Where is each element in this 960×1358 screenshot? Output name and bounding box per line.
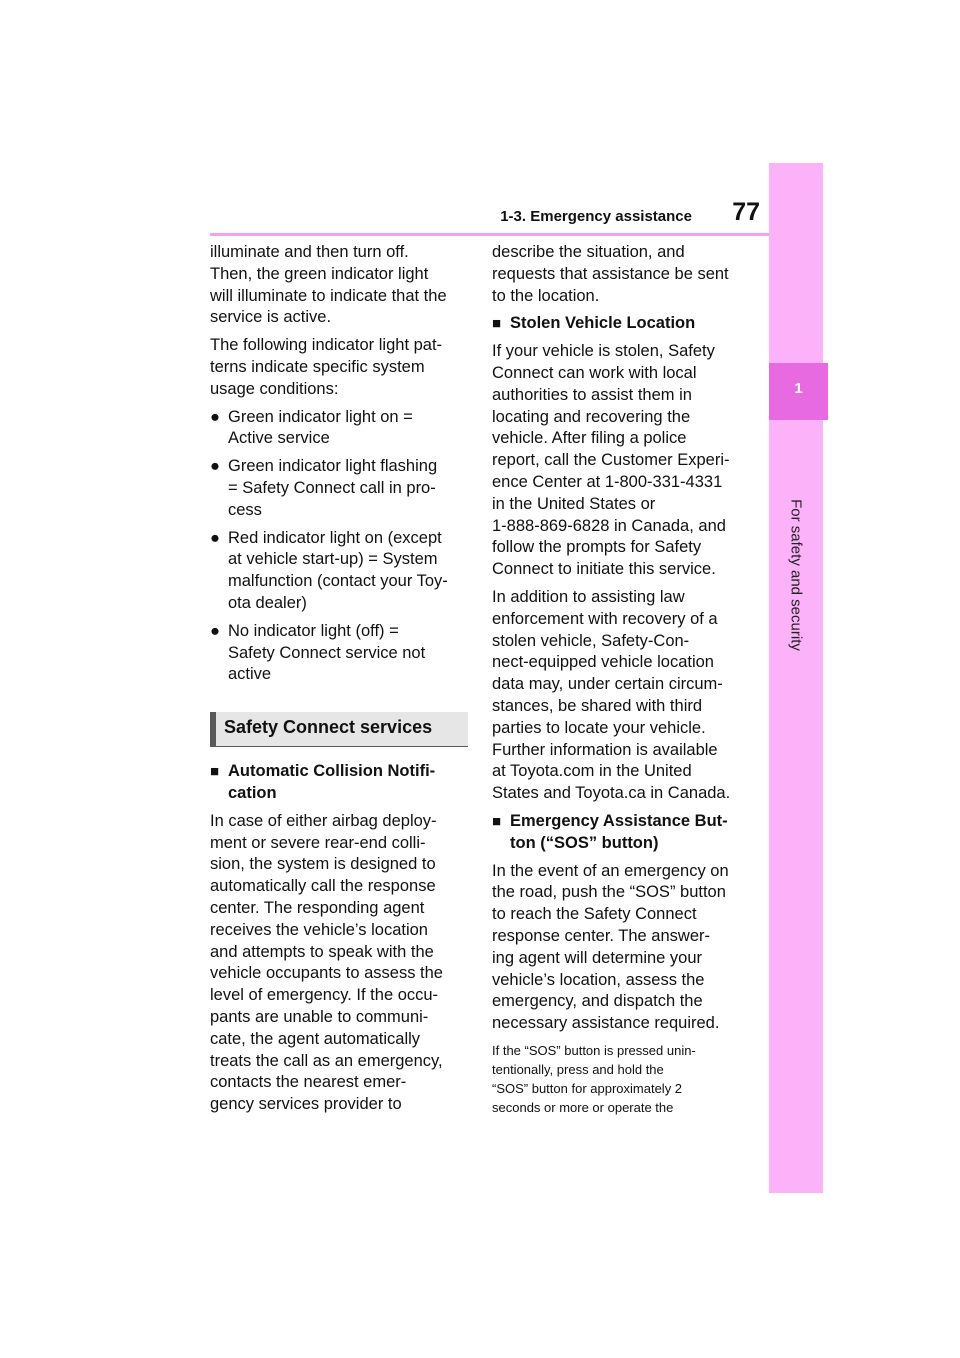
page-number: 77: [732, 198, 760, 226]
list-item: ● Green indicator light flashing = Safet…: [210, 456, 468, 521]
section-title: 1-3. Emergency assistance: [500, 208, 692, 225]
subsection-heading: ■ Automatic Collision Notifi- cation: [210, 761, 468, 805]
subsection-heading: ■ Emergency Assistance But- ton (“SOS” b…: [492, 811, 760, 855]
paragraph: illuminate and then turn off. Then, the …: [210, 243, 447, 327]
list-item: ● No indicator light (off) = Safety Conn…: [210, 621, 468, 686]
subsection-heading-text: Automatic Collision Notifi- cation: [228, 762, 436, 802]
square-bullet-icon: ■: [210, 763, 220, 781]
chapter-tab-active-marker: [769, 363, 828, 420]
bullet-icon: ●: [210, 407, 220, 426]
chapter-number: 1: [794, 380, 803, 397]
list-item-text: Red indicator light on (except at vehicl…: [228, 528, 448, 612]
subsection-heading-text: Emergency Assistance But- ton (“SOS” but…: [510, 811, 728, 852]
paragraph: The following indicator light pat- terns…: [210, 336, 443, 398]
section-heading-box: Safety Connect services: [210, 712, 468, 748]
right-column: describe the situation, and requests tha…: [492, 242, 760, 1123]
list-item: ● Green indicator light on = Active serv…: [210, 407, 468, 451]
subsection-heading: ■ Stolen Vehicle Location: [492, 313, 760, 335]
paragraph: describe the situation, and requests tha…: [492, 243, 729, 305]
square-bullet-icon: ■: [492, 315, 502, 333]
chapter-side-tab: [769, 163, 823, 1193]
list-item-text: Green indicator light flashing = Safety …: [228, 457, 438, 519]
chapter-label: For safety and security: [787, 499, 805, 651]
bullet-icon: ●: [210, 621, 220, 640]
note-text: If the “SOS” button is pressed unin- ten…: [492, 1042, 696, 1115]
subsection-heading-text: Stolen Vehicle Location: [510, 314, 696, 333]
paragraph: In case of either airbag deploy- ment or…: [210, 811, 443, 1114]
list-item-text: Green indicator light on = Active servic…: [228, 407, 413, 448]
square-bullet-icon: ■: [492, 812, 502, 830]
list-item-text: No indicator light (off) = Safety Connec…: [228, 621, 426, 684]
header-divider: [210, 233, 770, 236]
list-item: ● Red indicator light on (except at vehi…: [210, 528, 468, 615]
bullet-icon: ●: [210, 457, 220, 476]
bullet-icon: ●: [210, 528, 220, 547]
paragraph: In the event of an emergency on the road…: [492, 861, 729, 1033]
left-column: illuminate and then turn off. Then, the …: [210, 242, 468, 1122]
paragraph: In addition to assisting law enforcement…: [492, 587, 731, 803]
paragraph: If your vehicle is stolen, Safety Connec…: [492, 342, 730, 579]
section-heading: Safety Connect services: [224, 717, 433, 738]
